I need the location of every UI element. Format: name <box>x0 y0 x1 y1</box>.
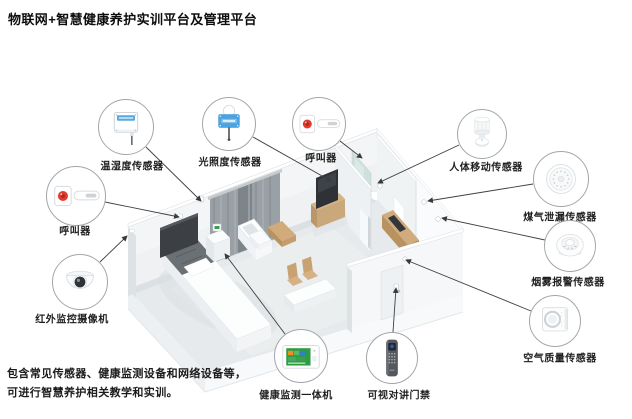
motion-sensor-icon <box>474 116 490 147</box>
dining-set <box>283 256 337 313</box>
leader-line-health <box>224 253 286 335</box>
device-label-air: 空气质量传感器 <box>523 353 597 365</box>
device-circle-light <box>202 97 256 151</box>
device-label-health: 健康监测一体机 <box>259 390 333 402</box>
benches <box>248 221 296 250</box>
device-label-temp-humidity: 温湿度传感器 <box>100 161 164 173</box>
device-circle-motion <box>457 109 507 159</box>
light-sensor-icon <box>218 104 240 141</box>
device-circle-gas <box>533 151 589 207</box>
bathroom-partition-wall <box>334 143 372 252</box>
device-circle-air <box>529 295 581 347</box>
device-circle-caller-top <box>292 97 346 151</box>
smoke-sensor-icon <box>556 233 584 257</box>
wall-corner-hole <box>129 228 135 234</box>
leader-line-intercom <box>392 287 399 333</box>
entry-door <box>380 264 404 321</box>
smoke-sensor-wall-unit <box>435 216 441 222</box>
device-circle-intercom <box>366 332 418 384</box>
caller-icon <box>299 114 341 134</box>
pillow <box>183 257 215 277</box>
health-monitor-icon <box>282 345 320 369</box>
device-label-smoke: 烟雾报警传感器 <box>531 277 605 289</box>
leader-line-motion <box>377 144 460 184</box>
caption-line-1: 包含常见传感器、健康监测设备和网络设备等， <box>7 368 247 380</box>
motion-sensor-wall-unit <box>377 183 383 189</box>
leader-line-air <box>405 259 532 312</box>
device-circle-camera <box>52 254 108 310</box>
leader-lines <box>99 136 546 335</box>
temp-humidity-sensor-icon <box>113 112 139 145</box>
cooktop <box>388 215 406 232</box>
caller-wall-unit <box>176 213 183 219</box>
device-label-caller-top: 呼叫器 <box>305 153 337 165</box>
leader-line-smoke <box>441 216 546 241</box>
device-circle-smoke <box>544 220 596 272</box>
air-sensor-icon <box>542 307 568 332</box>
device-circle-health <box>274 329 328 383</box>
entry-wall <box>346 228 464 333</box>
leader-line-camera <box>99 235 128 263</box>
caption: 包含常见传感器、健康监测设备和网络设备等， 可进行智慧养护相关教学和实训。 <box>7 365 246 402</box>
device-label-intercom: 可视对讲门禁 <box>367 390 431 402</box>
tv-stand <box>310 169 348 237</box>
table <box>283 278 337 306</box>
caller-icon <box>54 185 100 207</box>
leader-line-caller-left <box>104 201 180 219</box>
video-intercom-icon <box>386 339 398 377</box>
leader-line-gas <box>427 183 534 204</box>
bed <box>158 213 278 352</box>
device-label-caller-left: 呼叫器 <box>59 226 91 238</box>
page-title: 物联网+智慧健康养护实训平台及管理平台 <box>8 12 258 27</box>
leader-line-caller-top <box>339 140 363 159</box>
gas-sensor-icon <box>546 164 576 194</box>
leader-line-light <box>252 136 332 182</box>
device-label-motion: 人体移动传感器 <box>449 162 523 174</box>
dome-camera-icon <box>66 270 94 290</box>
device-circle-temp-humidity <box>98 99 154 155</box>
device-circle-caller-left <box>46 166 106 226</box>
device-label-light: 光照度传感器 <box>198 157 262 169</box>
caption-line-2: 可进行智慧养护相关教学和实训。 <box>7 386 178 399</box>
device-label-camera: 红外监控摄像机 <box>35 314 109 326</box>
leader-line-temp-humidity <box>145 146 202 202</box>
gas-sensor-wall-unit <box>421 199 427 205</box>
device-label-gas: 煤气泄漏传感器 <box>523 212 597 224</box>
